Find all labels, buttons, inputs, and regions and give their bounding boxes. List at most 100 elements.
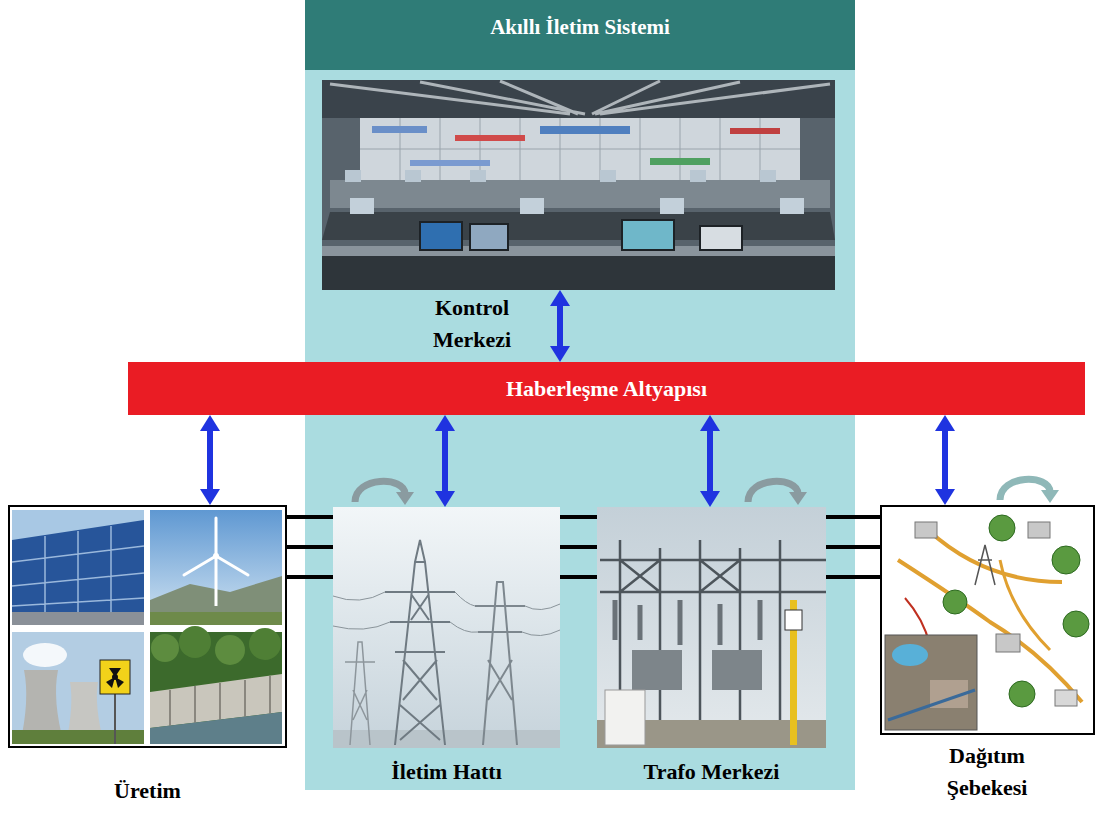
control-room-photo (622, 220, 674, 250)
node-label: Haberleşme Altyapısı (128, 362, 1085, 415)
control-room-photo (330, 81, 830, 114)
control-room-photo (730, 128, 780, 134)
control-room-photo (345, 170, 361, 182)
transmission-line-photo (333, 730, 560, 748)
control-room-photo (410, 160, 490, 166)
control-room-photo (780, 198, 804, 214)
data-link-arrow (557, 306, 563, 346)
transmission-line-photo (333, 507, 560, 748)
control-room-photo (322, 80, 835, 118)
control-room-photo (360, 118, 800, 180)
generation-photos (8, 505, 287, 748)
distribution-network-drawing (975, 545, 995, 585)
distribution-network-drawing (1063, 611, 1089, 637)
distribution-network-drawing (989, 515, 1015, 541)
generation-photos (150, 712, 282, 744)
control-room-photo (660, 198, 684, 214)
distribution-network-drawing (880, 505, 1095, 735)
cycle-arrow-icon (748, 481, 798, 502)
power-line (287, 517, 333, 577)
substation-photo (597, 507, 826, 748)
substation-photo (632, 650, 682, 690)
power-line (826, 517, 880, 577)
transmission-line-photo (475, 582, 525, 745)
generation-photos (100, 660, 130, 694)
control-room-photo (540, 126, 630, 134)
generation-photos (12, 520, 144, 625)
distribution-network-drawing (1055, 690, 1077, 706)
data-link-arrow (207, 431, 213, 489)
control-room-photo (700, 226, 742, 250)
control-room-photo (420, 222, 462, 250)
connectors (210, 306, 945, 577)
substation-box: Trafo Merkezi (597, 507, 826, 748)
substation-photo (597, 507, 826, 748)
transmission-line-photo (333, 592, 560, 636)
distribution-network-drawing (888, 690, 975, 720)
node-label: Üretim (10, 775, 285, 807)
transmission-line-photo (385, 540, 455, 745)
cycle-arrow-icon (396, 492, 414, 505)
generation-photos (150, 612, 282, 625)
generation-photos (12, 730, 144, 744)
control-room-photo (600, 170, 616, 182)
generation-photos (114, 694, 116, 744)
generation-photos (215, 635, 245, 665)
substation-photo (605, 690, 645, 745)
node-label: Dağıtım Şebekesi (907, 740, 1067, 804)
node-label: Trafo Merkezi (597, 756, 826, 788)
node-label: İletim Hattı (333, 756, 560, 788)
node-label: Kontrol Merkezi (407, 292, 537, 356)
distribution-network-drawing (996, 634, 1020, 652)
node-label: Akıllı İletim Sistemi (305, 0, 855, 70)
substation-photo (712, 650, 762, 690)
control-room-photo (330, 180, 830, 208)
cycle-arrow-icon (355, 481, 405, 502)
generation-photos (12, 526, 144, 625)
generation-photos (12, 510, 144, 625)
control-room-photo (322, 80, 835, 290)
generation-photos (213, 553, 219, 559)
control-room-photo (405, 170, 421, 182)
control-room-photo (455, 135, 525, 141)
substation-photo (785, 610, 802, 630)
distribution-network-drawing (943, 590, 967, 614)
generation-photos (150, 510, 282, 625)
generation-photos (151, 634, 179, 662)
data-link-arrow (442, 431, 448, 491)
control-room-photo (650, 158, 710, 165)
control-room-photo (322, 246, 835, 256)
transmission-line-photo (345, 642, 375, 745)
data-link-arrow (707, 431, 713, 491)
control-room-photo (322, 256, 835, 290)
generation-photos (8, 505, 287, 748)
control-room-photo (322, 80, 835, 290)
control-room-photo (470, 224, 508, 250)
generation-photos (249, 628, 281, 660)
control-room-photo (760, 170, 776, 182)
generation-photos (179, 626, 211, 658)
control-room-photo (690, 170, 706, 182)
data-link-arrow (942, 431, 948, 489)
control-room-photo (520, 198, 544, 214)
cycle-arrow-icon (1041, 490, 1059, 503)
control-room-photo (372, 126, 427, 133)
control-center-box: Kontrol Merkezi (322, 80, 835, 290)
generation-photos (12, 632, 144, 744)
distribution-network-drawing (1009, 681, 1035, 707)
generation-box: Üretim (8, 505, 287, 748)
generation-photos (23, 643, 67, 667)
distribution-network-drawing (915, 522, 937, 538)
generation-photos (106, 668, 124, 688)
distribution-network-drawing (880, 505, 1095, 735)
generation-photos (184, 518, 248, 575)
distribution-network-drawing (892, 644, 928, 666)
transmission-box: İletim Hattı (333, 507, 560, 748)
cycle-arrow-icon (1000, 479, 1050, 500)
distribution-network-drawing (1028, 522, 1050, 538)
communication-band: Haberleşme Altyapısı (128, 362, 1085, 415)
substation-photo (615, 600, 760, 645)
transmission-line-photo (333, 507, 560, 748)
distribution-network-drawing (885, 635, 977, 730)
